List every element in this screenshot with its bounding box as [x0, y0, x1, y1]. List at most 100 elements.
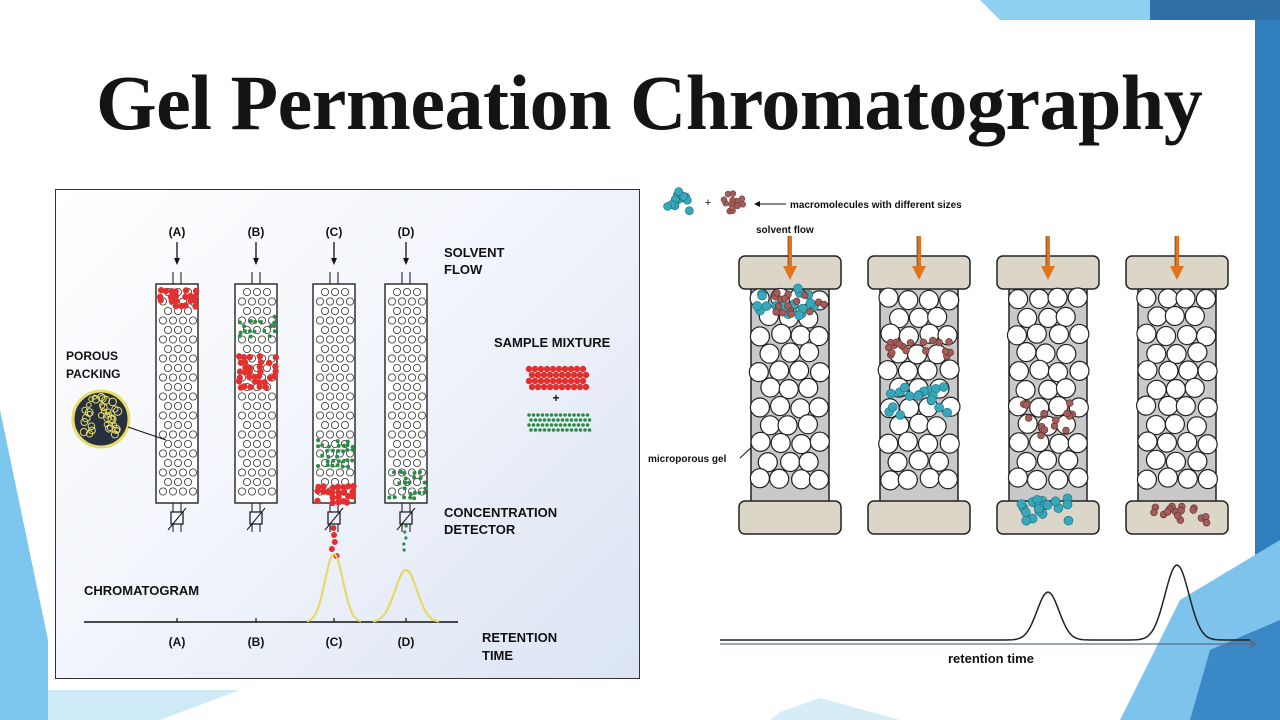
gel-bead: [1164, 305, 1185, 327]
gel-bead: [1184, 377, 1205, 398]
solvent-arrowhead: [331, 258, 337, 265]
packing-bead: [407, 335, 416, 344]
pore: [106, 424, 114, 432]
gel-bead: [1165, 451, 1187, 472]
packing-bead: [402, 401, 411, 410]
packing-bead: [340, 458, 349, 467]
packing-bead: [335, 411, 344, 420]
packing-bead: [267, 335, 276, 344]
gel-bead: [780, 342, 801, 363]
packing-bead: [402, 344, 411, 353]
molecule: [761, 301, 772, 311]
gpc-schematic-panel: (A) (B) (C) (D) SOLVENT FLOW POROUS PACK…: [55, 189, 640, 679]
molecule: [794, 310, 804, 321]
detector-label-line1: CONCENTRATION: [444, 505, 557, 520]
small-molecule-dot: [576, 423, 581, 427]
packing-bead: [387, 449, 396, 458]
packing-bead: [159, 373, 168, 382]
gel-bead: [906, 344, 928, 365]
packing-bead: [412, 363, 421, 372]
large-molecule-dot: [579, 377, 587, 385]
packing-bead: [392, 363, 401, 372]
packing-bead: [188, 468, 197, 477]
molecule-dot: [191, 297, 199, 305]
large-molecule-dot: [582, 383, 590, 391]
packing-bead: [247, 411, 256, 420]
packing-bead: [179, 468, 188, 477]
molecule-dot: [192, 287, 200, 295]
molecule-dot: [328, 489, 336, 496]
gel-bead: [918, 289, 940, 311]
molecule-dot: [237, 334, 242, 339]
molecule-dot: [350, 458, 355, 463]
peak-d: [372, 568, 440, 623]
gel-bead: [939, 290, 960, 311]
molecule-dot: [157, 296, 164, 304]
chromatogram-plot: [84, 552, 458, 623]
trace-line: [720, 564, 1250, 641]
molecule: [820, 300, 828, 309]
molecule-dot: [392, 495, 397, 500]
molecule-dot: [392, 470, 397, 475]
porous-packing-magnifier: [71, 389, 167, 449]
pore: [99, 402, 106, 409]
flow-arrowhead: [912, 266, 926, 280]
packing-bead: [267, 468, 276, 477]
gel-bead: [1155, 325, 1177, 347]
packing-bead: [330, 288, 339, 297]
molecule: [773, 289, 781, 297]
solvent-arrowhead: [174, 258, 180, 265]
packing-bead: [325, 297, 334, 306]
detector-cell: [327, 511, 341, 525]
molecule-dot: [247, 329, 252, 334]
gel-bead: [778, 379, 799, 400]
packing-bead: [402, 288, 411, 297]
packing-bead: [237, 335, 246, 344]
packing-bead: [164, 325, 173, 334]
packing-bead: [407, 411, 416, 420]
gel-bead: [919, 468, 940, 489]
packing-bead: [335, 392, 344, 401]
molecule: [899, 382, 910, 393]
packing-bead: [183, 382, 192, 391]
gel-bead: [897, 360, 919, 382]
gel-bead: [1048, 324, 1070, 345]
gel-bead: [1136, 469, 1158, 490]
gel-bead: [1145, 449, 1167, 470]
pore: [106, 411, 113, 418]
detector-slash: [167, 507, 187, 531]
detector-label-line2: DETECTOR: [444, 522, 516, 537]
molecule: [1189, 506, 1198, 514]
packing-bead: [412, 401, 421, 410]
packing-bead: [188, 316, 197, 325]
molecule-dot: [336, 443, 341, 448]
gel-bead: [771, 323, 792, 344]
molecule: [792, 297, 801, 306]
packing-bead: [330, 401, 339, 410]
packing-bead: [407, 316, 416, 325]
molecule-dot: [335, 493, 342, 501]
packing-bead: [257, 297, 266, 306]
packing-bead: [340, 420, 349, 429]
molecule: [1042, 500, 1053, 510]
small-molecule-dot: [540, 413, 545, 417]
packing-bead: [257, 335, 266, 344]
packing-bead: [174, 382, 183, 391]
packing-bead: [325, 354, 334, 363]
molecule-dot: [335, 499, 342, 506]
packing-bead: [159, 411, 168, 420]
molecule-dot: [330, 448, 335, 453]
packing-bead: [159, 335, 168, 344]
molecule: [945, 338, 953, 346]
molecule-dot: [402, 495, 407, 500]
packing-bead: [417, 430, 426, 439]
molecule-dot: [267, 334, 272, 339]
molecule-dot: [334, 483, 342, 491]
molecule-dot: [235, 353, 243, 360]
eluting-dot: [402, 548, 406, 552]
molecule-dot: [345, 439, 350, 444]
gel-bead: [769, 395, 791, 417]
molecule-dot: [256, 353, 264, 360]
packing-bead: [330, 420, 339, 429]
packing-bead: [252, 344, 261, 353]
